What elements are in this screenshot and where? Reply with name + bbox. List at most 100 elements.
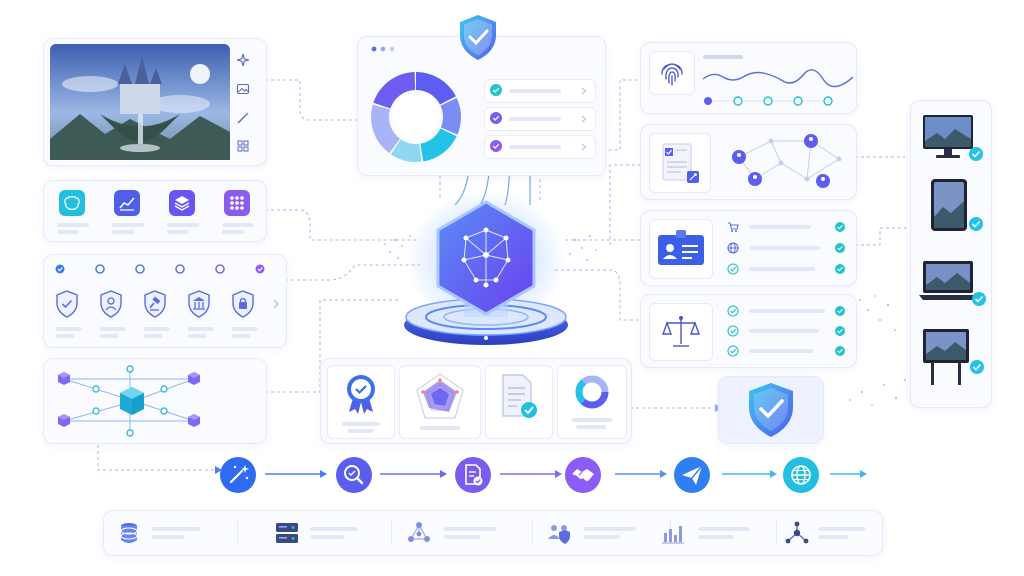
handshake-icon [565, 457, 601, 493]
compliance-row-1[interactable] [727, 303, 847, 319]
award-tile[interactable] [327, 365, 395, 439]
chevron-right-icon[interactable] [272, 299, 280, 309]
share-icon [785, 521, 809, 544]
check-circle-outline-icon [727, 305, 739, 317]
chevron-right-icon [581, 115, 587, 123]
secure-shield-card [718, 376, 824, 444]
chevron-right-icon [581, 143, 587, 151]
radar-chart-icon [416, 373, 464, 419]
users-shield-icon [548, 525, 570, 544]
donut-segment [371, 72, 461, 162]
shield-bank-icon [188, 290, 210, 318]
grid-icon [237, 140, 249, 152]
brain-icon [59, 190, 85, 216]
identity-network-card [640, 124, 857, 200]
apps-grid-icon [224, 190, 250, 216]
donut-tile[interactable] [557, 365, 627, 439]
check-circle-outline-icon [727, 325, 739, 337]
verification-steps [704, 96, 833, 106]
analytics-card [357, 36, 606, 176]
access-row-1[interactable] [727, 219, 847, 235]
fantasy-castle-island-image [50, 44, 230, 160]
donut-segment [371, 72, 461, 162]
compliance-row-3[interactable] [727, 343, 847, 359]
devices-column [910, 100, 992, 408]
cart-icon [728, 222, 739, 232]
tablet-icon [931, 179, 983, 231]
bar-chart-icon [662, 526, 684, 544]
check-circle-icon [835, 306, 845, 316]
document-check-icon [502, 374, 537, 418]
image-card [43, 38, 267, 166]
checklist-item-2[interactable] [484, 107, 596, 131]
donut-chart [371, 72, 461, 162]
globe-icon [727, 242, 739, 254]
shield-user-icon [100, 290, 122, 318]
chart-icon [114, 190, 140, 216]
donut-center [392, 93, 440, 141]
feature-icons-card [43, 180, 267, 242]
document-tile[interactable] [485, 365, 553, 439]
shield-lock-icon [232, 290, 254, 318]
check-circle-icon [490, 112, 502, 124]
check-circle-icon [835, 264, 845, 274]
sparkle-icon [236, 53, 250, 67]
search-icon [336, 457, 372, 493]
magic-wand-icon [237, 112, 249, 124]
user-network-graph [732, 134, 842, 188]
donut-chart-icon [575, 375, 609, 409]
document-scan-icon [662, 143, 699, 183]
window-dots [371, 46, 395, 52]
send-icon [674, 457, 710, 493]
kiosk-icon [923, 329, 984, 385]
check-circle-icon [490, 140, 502, 152]
fingerprint-icon [661, 63, 683, 86]
radar-tile[interactable] [399, 365, 481, 439]
access-row-2[interactable] [727, 240, 847, 256]
chevron-right-icon [581, 87, 587, 95]
signal-waveform [703, 69, 853, 88]
neural-hexagon-core [404, 190, 568, 345]
scales-tile[interactable] [649, 303, 713, 361]
database-icon [120, 523, 138, 543]
service-database[interactable] [118, 521, 218, 545]
award-badge-icon [347, 375, 375, 414]
image-icon [236, 83, 250, 95]
shield-gavel-icon [144, 290, 166, 318]
checklist-item-1[interactable] [484, 79, 596, 103]
service-analytics[interactable] [660, 521, 770, 545]
identity-card-panel [640, 210, 857, 286]
bottom-services-bar [103, 510, 883, 556]
service-network[interactable] [406, 521, 516, 545]
check-circle-outline-icon [727, 263, 739, 275]
insights-card [320, 358, 632, 444]
globe-icon [783, 457, 819, 493]
check-circle-icon [835, 222, 845, 232]
service-server[interactable] [274, 521, 374, 545]
fingerprint-tile[interactable] [649, 51, 695, 95]
check-circle-icon [835, 346, 845, 356]
access-row-3[interactable] [727, 261, 847, 277]
biometric-card [640, 42, 857, 114]
service-users-shield[interactable] [546, 521, 656, 545]
id-card-icon [658, 230, 704, 265]
magic-wand-icon [220, 457, 256, 493]
monitor-icon [923, 115, 983, 161]
security-shields-card [43, 254, 287, 348]
compliance-row-2[interactable] [727, 323, 847, 339]
layers-icon [169, 190, 195, 216]
shield-check-icon [749, 383, 793, 437]
cube-network-diagram [58, 365, 200, 437]
check-circle-outline-icon [727, 345, 739, 357]
checklist-item-3[interactable] [484, 135, 596, 159]
donut-segment [371, 72, 461, 162]
cube-network-card [43, 358, 267, 444]
server-icon [276, 523, 298, 543]
check-circle-icon [835, 326, 845, 336]
laptop-icon [919, 261, 986, 306]
document-scan-tile[interactable] [649, 133, 711, 193]
service-share[interactable] [784, 521, 879, 545]
id-card-tile[interactable] [649, 219, 713, 279]
document-check-icon [455, 457, 491, 493]
shield-check-icon [460, 15, 496, 60]
